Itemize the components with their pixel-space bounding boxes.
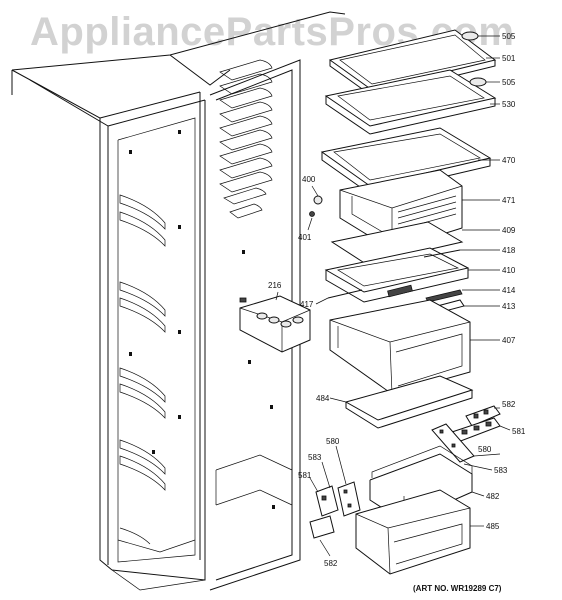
bar-418 <box>423 249 461 258</box>
callout-505-right: 505 <box>502 78 516 87</box>
rail-417 <box>327 289 363 299</box>
bracket-582-lower <box>309 515 335 539</box>
glass-insert-409 <box>330 221 464 265</box>
fresh-food-cabinet <box>11 11 346 591</box>
right-shelf-rails <box>219 59 273 219</box>
callout-470: 470 <box>502 156 516 165</box>
cover-484 <box>344 375 474 429</box>
callout-582-upper: 582 <box>502 400 516 409</box>
callout-417: 417 <box>300 300 314 309</box>
callout-484: 484 <box>316 394 330 403</box>
callout-583-lower: 583 <box>308 453 322 462</box>
callout-407: 407 <box>502 336 516 345</box>
callout-581-lower: 581 <box>298 471 312 480</box>
bracket-581-lower <box>315 485 339 517</box>
frame-410 <box>324 247 470 303</box>
wall-holes <box>129 130 275 509</box>
callout-471: 471 <box>502 196 516 205</box>
bracket-582-upper <box>465 405 501 427</box>
left-shelf-supports <box>119 194 166 545</box>
callout-401: 401 <box>298 233 312 242</box>
art-number: (ART NO. WR19289 C7) <box>413 584 502 593</box>
clip-505-right <box>469 77 487 87</box>
callout-413: 413 <box>502 302 516 311</box>
callout-505-top: 505 <box>502 32 516 41</box>
callout-410: 410 <box>502 266 516 275</box>
callout-581-upper: 581 <box>512 427 526 436</box>
stud-216 <box>239 297 247 303</box>
callout-216: 216 <box>268 281 282 290</box>
callout-485: 485 <box>486 522 500 531</box>
pan-485 <box>355 489 471 575</box>
crisper-frame-470 <box>320 127 492 195</box>
shelf-frame-530 <box>324 69 497 135</box>
callout-580-upper: 580 <box>478 445 492 454</box>
part-400 <box>313 195 323 205</box>
callout-409: 409 <box>502 226 516 235</box>
callout-583-upper: 583 <box>494 466 508 475</box>
callout-400: 400 <box>302 175 316 184</box>
callout-501: 501 <box>502 54 516 63</box>
part-401 <box>309 211 315 217</box>
bracket-580-lower <box>337 481 361 517</box>
drawer-407 <box>329 299 471 395</box>
callout-418: 418 <box>502 246 516 255</box>
dairy-bin-216 <box>239 295 311 353</box>
clip-505-top <box>461 31 479 41</box>
callout-414: 414 <box>502 286 516 295</box>
leader-lines <box>275 35 511 557</box>
callout-580-lower: 580 <box>326 437 340 446</box>
callout-582-lower: 582 <box>324 559 338 568</box>
callout-482: 482 <box>486 492 500 501</box>
callout-530: 530 <box>502 100 516 109</box>
